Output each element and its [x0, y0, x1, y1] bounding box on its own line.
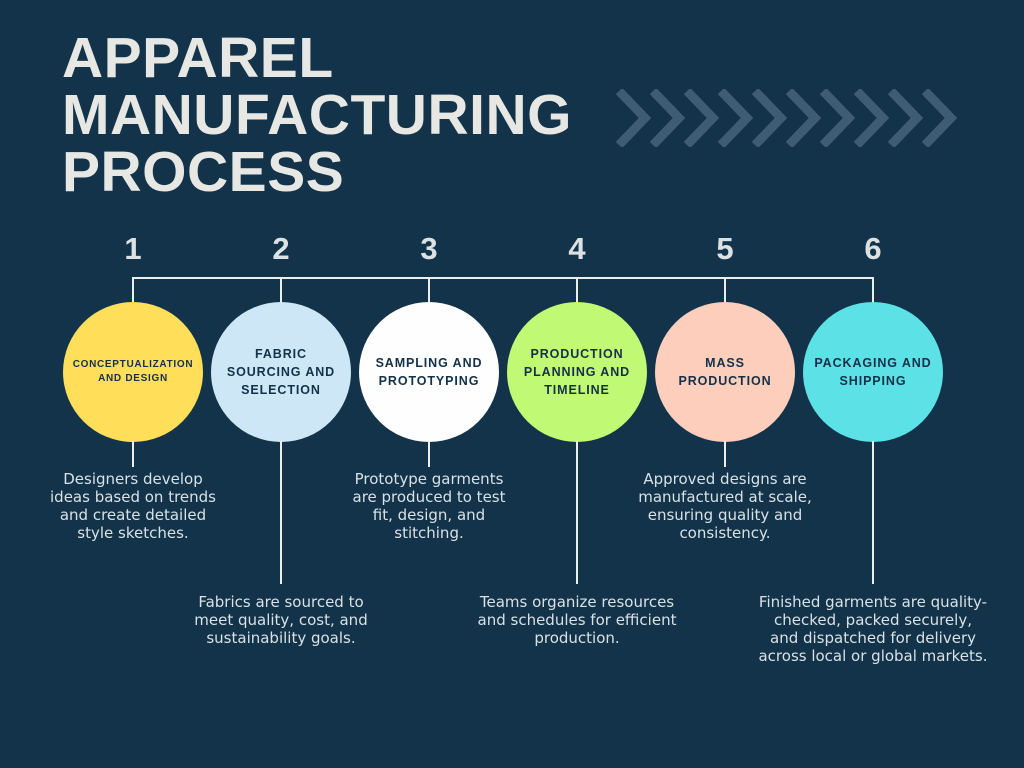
step-number: 2 — [272, 231, 290, 266]
circle-connector — [576, 441, 578, 584]
step-number: 3 — [420, 231, 438, 266]
chevron-right-icon — [853, 89, 890, 147]
step-description: Teams organize resources and schedules f… — [477, 593, 677, 647]
step-number: 1 — [124, 231, 142, 266]
chevron-right-icon — [649, 89, 686, 147]
step-label: SAMPLING AND PROTOTYPING — [375, 355, 483, 388]
timeline-tick — [724, 277, 726, 303]
step-circle: FABRIC SOURCING AND SELECTION — [211, 302, 351, 442]
page-title-line-3: PROCESS — [62, 140, 345, 204]
page-title-line-2: MANUFACTURING — [62, 83, 572, 147]
circle-connector — [872, 441, 874, 584]
circle-connector — [132, 441, 134, 467]
step-description: Approved designs are manufactured at sca… — [638, 470, 812, 542]
step-label: PRODUCTION PLANNING AND TIMELINE — [523, 346, 631, 398]
chevron-right-icon — [819, 89, 856, 147]
step-label: MASS PRODUCTION — [678, 355, 772, 388]
step-circle: MASS PRODUCTION — [655, 302, 795, 442]
step-circle: SAMPLING AND PROTOTYPING — [359, 302, 499, 442]
page-title-line-1: APPAREL — [62, 26, 334, 90]
step-number: 6 — [864, 231, 882, 266]
circle-connector — [724, 441, 726, 467]
page-title: APPAREL MANUFACTURING PROCESS — [62, 30, 572, 201]
step-number: 5 — [716, 231, 734, 266]
timeline-tick — [280, 277, 282, 303]
step-label: PACKAGING AND SHIPPING — [814, 355, 932, 388]
step-circle: PACKAGING AND SHIPPING — [803, 302, 943, 442]
chevron-arrows-decoration — [615, 89, 958, 147]
circle-connector — [280, 441, 282, 584]
step-description: Prototype garments are produced to test … — [352, 470, 506, 542]
chevron-right-icon — [751, 89, 788, 147]
timeline-tick — [576, 277, 578, 303]
timeline-connector — [133, 277, 873, 279]
circle-connector — [428, 441, 430, 467]
step-description: Fabrics are sourced to meet quality, cos… — [194, 593, 368, 647]
step-label: FABRIC SOURCING AND SELECTION — [226, 346, 336, 398]
step-number: 4 — [568, 231, 586, 266]
step-label: CONCEPTUALIZATION AND DESIGN — [72, 358, 194, 385]
timeline-tick — [428, 277, 430, 303]
chevron-right-icon — [921, 89, 958, 147]
step-description: Finished garments are quality-checked, p… — [758, 593, 988, 665]
chevron-right-icon — [615, 89, 652, 147]
chevron-right-icon — [683, 89, 720, 147]
chevron-right-icon — [785, 89, 822, 147]
step-circle: CONCEPTUALIZATION AND DESIGN — [63, 302, 203, 442]
step-description: Designers develop ideas based on trends … — [50, 470, 216, 542]
chevron-right-icon — [887, 89, 924, 147]
step-circle: PRODUCTION PLANNING AND TIMELINE — [507, 302, 647, 442]
chevron-right-icon — [717, 89, 754, 147]
timeline-tick — [132, 277, 134, 303]
timeline-tick — [872, 277, 874, 303]
